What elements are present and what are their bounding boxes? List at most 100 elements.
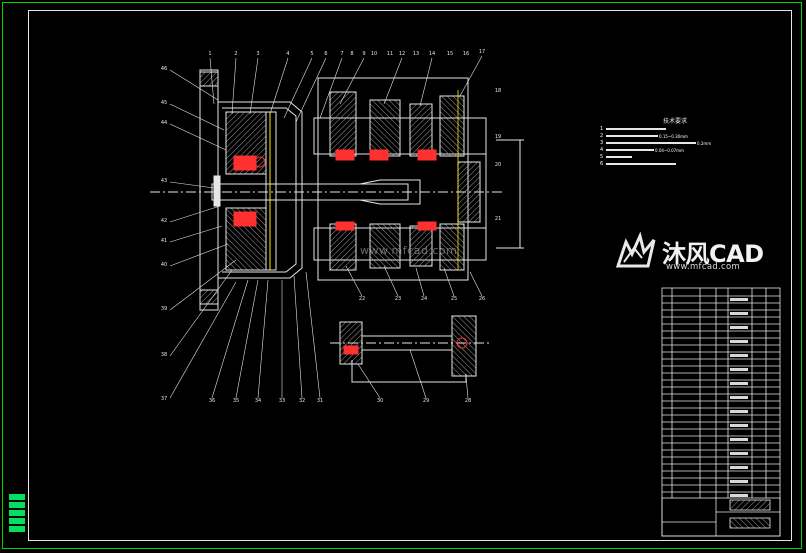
gear-bearing-b — [369, 149, 389, 161]
parts-list-cell-text — [730, 382, 748, 385]
gear-2 — [369, 99, 401, 157]
part-balloon-number: 30 — [377, 398, 383, 404]
sub-housing — [351, 360, 467, 383]
gear-4 — [439, 95, 465, 157]
parts-list-cell-text — [730, 340, 748, 343]
part-balloon-number: 18 — [495, 88, 501, 94]
tech-requirement-text-line — [606, 128, 666, 130]
part-balloon-number: 39 — [161, 306, 167, 312]
part-balloon-number: 10 — [371, 51, 377, 57]
clutch-housing-inner — [222, 107, 297, 273]
legend-swatch — [9, 518, 25, 524]
part-balloon-number: 11 — [387, 51, 393, 57]
gear-8 — [439, 223, 465, 271]
part-balloon-number: 1 — [208, 51, 211, 57]
mfcad-logo-icon — [615, 232, 656, 268]
tech-requirements-title: 技术要求 — [662, 118, 687, 125]
part-balloon-number: 23 — [395, 296, 401, 302]
flange-hub — [213, 175, 221, 207]
parts-list-cell-text — [730, 410, 748, 413]
parts-list-frame — [661, 287, 781, 537]
pressure-plate — [265, 111, 277, 271]
seal-ring — [254, 156, 266, 168]
watermark-brand: 沐风CAD — [662, 240, 764, 268]
tech-requirement-number: 6 — [600, 161, 604, 167]
legend-swatch — [9, 502, 25, 508]
output-flange — [457, 161, 481, 223]
tech-requirement-number: 5 — [600, 154, 604, 160]
layer-legend-strip — [9, 494, 25, 540]
part-balloon-number: 8 — [350, 51, 353, 57]
tech-requirement-item: 3 0.2mm — [600, 140, 730, 146]
tech-requirement-number: 4 — [600, 147, 604, 153]
parts-list-cell-text — [730, 368, 748, 371]
legend-swatch — [9, 526, 25, 532]
parts-list-cell-text — [730, 298, 748, 301]
part-balloon-number: 14 — [429, 51, 435, 57]
part-balloon-number: 26 — [479, 296, 485, 302]
part-balloon-number: 6 — [324, 51, 327, 57]
gear-bearing-c — [417, 149, 437, 161]
shaft-taper — [359, 179, 421, 205]
part-balloon-number: 36 — [209, 398, 215, 404]
tech-requirement-text-line — [606, 142, 696, 144]
mfcad-watermark: 沐风CAD www.mfcad.com — [614, 230, 784, 276]
part-balloon-number: 3 — [256, 51, 259, 57]
part-balloon-number: 9 — [362, 51, 365, 57]
drawing-number-block — [729, 517, 771, 529]
gear-bearing-d — [335, 221, 355, 231]
parts-list-cell-text — [730, 494, 748, 497]
title-block-frame — [661, 497, 781, 537]
tech-requirement-tolerance: 0.15~0.30mm — [659, 133, 688, 139]
part-balloon-number: 21 — [495, 216, 501, 222]
part-balloon-number: 35 — [233, 398, 239, 404]
part-balloon-number: 19 — [495, 134, 501, 140]
part-balloon-number: 37 — [161, 396, 167, 402]
parts-list-cell-text — [730, 480, 748, 483]
part-balloon-number: 32 — [299, 398, 305, 404]
sub-bearing — [343, 345, 359, 355]
legend-swatch — [9, 510, 25, 516]
tech-requirement-number: 3 — [600, 140, 604, 146]
clutch-housing — [218, 101, 303, 279]
part-balloon-number: 22 — [359, 296, 365, 302]
parts-list-cell-text — [730, 312, 748, 315]
part-balloon-number: 4 — [286, 51, 289, 57]
part-balloon-number: 17 — [479, 49, 485, 55]
title-block — [661, 287, 781, 537]
gear-bearing-e — [417, 221, 437, 231]
bearing-upper — [233, 155, 257, 171]
parts-list-cell-text — [730, 424, 748, 427]
part-balloon-number: 38 — [161, 352, 167, 358]
tech-requirement-tolerance: 0.2mm — [697, 140, 712, 146]
part-balloon-number: 7 — [340, 51, 343, 57]
gear-5 — [329, 223, 357, 271]
legend-swatch — [9, 494, 25, 500]
parts-list-cell-text — [730, 438, 748, 441]
tech-requirement-item: 1 — [600, 126, 730, 132]
tech-requirement-text-line — [606, 156, 632, 158]
gear-bearing-a — [335, 149, 355, 161]
tech-requirement-number: 2 — [600, 133, 604, 139]
parts-list-rows — [662, 295, 780, 497]
main-section-view — [150, 69, 524, 311]
watermark-url: www.mfcad.com — [666, 262, 741, 272]
parts-list-cell-text — [730, 326, 748, 329]
part-balloon-number: 31 — [317, 398, 323, 404]
sub-section-view — [330, 315, 490, 383]
flange-hatch-top — [199, 71, 219, 87]
part-balloon-number: 33 — [279, 398, 285, 404]
part-balloon-number: 42 — [161, 218, 167, 224]
drawing-inner-frame — [28, 10, 792, 541]
gear-3 — [409, 103, 433, 157]
part-balloon-number: 43 — [161, 178, 167, 184]
title-text-block — [729, 499, 771, 511]
part-balloon-number: 20 — [495, 162, 501, 168]
part-balloon-number: 41 — [161, 238, 167, 244]
tech-requirement-text-line — [606, 135, 658, 137]
